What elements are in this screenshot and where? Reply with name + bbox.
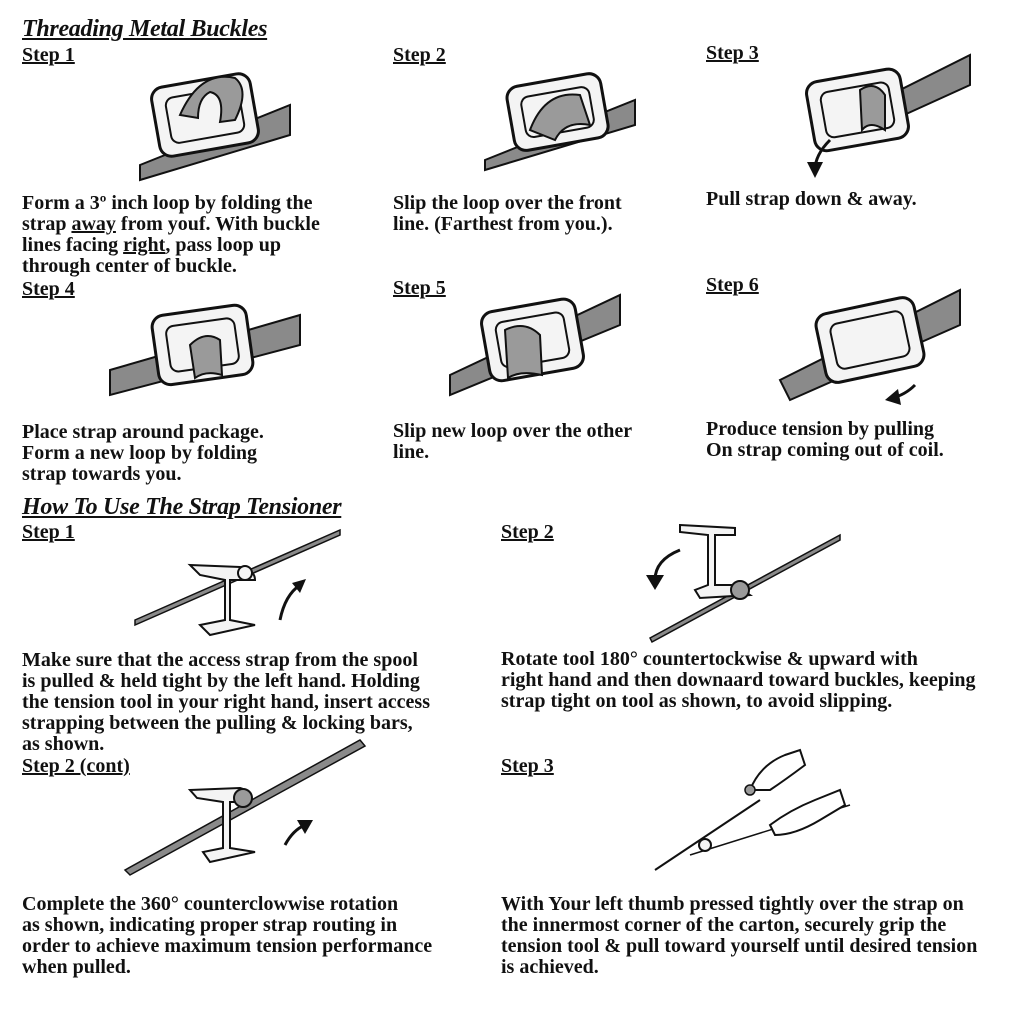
buckle-step-1-line-3: lines facing right, pass loop up <box>22 234 281 256</box>
tensioner-step-2-description: Rotate tool 180° countertockwise & upwar… <box>501 649 976 712</box>
buckle-step-2-line-2: line. (Farthest from you.). <box>393 213 613 235</box>
tensioner-step-1-line-1: Make sure that the access strap from the… <box>22 649 418 671</box>
tensioner-step-2-cont-description: Complete the 360° counterclowwise rotati… <box>22 894 432 978</box>
buckle-step-5-illustration <box>449 293 621 397</box>
buckle-step-6-illustration <box>778 288 961 405</box>
tensioner-step-1-line-4: strapping between the pulling & locking … <box>22 712 413 734</box>
buckle-step-1-line-2: strap away from youf. With buckle <box>22 213 320 235</box>
tensioner-step-2-cont-line-2: as shown, indicating proper strap routin… <box>22 914 398 936</box>
buckle-step-1-line-4: through center of buckle. <box>22 255 237 277</box>
tensioner-step-2-illustration <box>646 523 841 644</box>
tensioner-step-3-illustration <box>654 748 851 871</box>
tensioner-step-1-line-3: the tension tool in your right hand, ins… <box>22 691 430 713</box>
buckle-step-2-description: Slip the loop over the front line. (Fart… <box>393 193 622 235</box>
buckle-step-3-illustration <box>805 53 971 178</box>
tensioner-step-2-line-2: right hand and then downaard toward buck… <box>501 669 976 691</box>
tensioner-step-3-line-1: With Your left thumb pressed tightly ove… <box>501 893 964 915</box>
tensioner-section-title: How To Use The Strap Tensioner <box>22 494 342 520</box>
buckle-step-4-line-3: strap towards you. <box>22 463 182 485</box>
buckle-step-1-label: Step 1 <box>22 44 75 66</box>
tensioner-step-2-cont-line-4: when pulled. <box>22 956 131 978</box>
tensioner-step-2-line-1: Rotate tool 180° countertockwise & upwar… <box>501 648 918 670</box>
buckle-step-3-description: Pull strap down & away. <box>706 189 917 210</box>
tensioner-step-2-cont-line-1: Complete the 360° counterclowwise rotati… <box>22 893 399 915</box>
tensioner-step-3-line-2: the innermost corner of the carton, secu… <box>501 914 947 936</box>
tensioner-step-2-cont-illustration <box>123 739 367 876</box>
tensioner-step-2-cont-line-3: order to achieve maximum tension perform… <box>22 935 433 957</box>
tensioner-step-3-label: Step 3 <box>501 755 554 777</box>
buckle-step-5-description: Slip new loop over the other line. <box>393 421 632 463</box>
buckle-step-5-label: Step 5 <box>393 277 446 299</box>
tensioner-step-1-illustration <box>134 528 341 637</box>
buckle-step-6-description: Produce tension by pulling On strap comi… <box>706 419 944 461</box>
tensioner-step-1-line-5: as shown. <box>22 733 105 755</box>
buckle-step-4-line-2: Form a new loop by folding <box>22 442 258 464</box>
buckle-step-2-illustration <box>484 72 636 172</box>
buckle-step-6-line-2: On strap coming out of coil. <box>706 439 944 461</box>
buckle-step-4-line-1: Place strap around package. <box>22 421 264 443</box>
buckles-section-title: Threading Metal Buckles <box>22 16 268 42</box>
tensioner-step-2-cont-label: Step 2 (cont) <box>22 755 130 777</box>
buckle-step-6-label: Step 6 <box>706 274 759 296</box>
buckle-step-4-description: Place strap around package. Form a new l… <box>22 422 264 485</box>
buckle-step-1-line-1: Form a 3º inch loop by folding the <box>22 192 313 214</box>
tensioner-step-1-description: Make sure that the access strap from the… <box>22 650 430 755</box>
buckle-step-1-illustration <box>139 72 291 182</box>
tensioner-step-3-description: With Your left thumb pressed tightly ove… <box>501 894 977 978</box>
buckle-step-3-label: Step 3 <box>706 42 759 64</box>
tensioner-step-1-line-2: is pulled & held tight by the left hand.… <box>22 670 420 692</box>
tensioner-step-2-line-3: strap tight on tool as shown, to avoid s… <box>501 690 893 712</box>
buckle-step-4-label: Step 4 <box>22 278 75 300</box>
buckle-step-5-line-1: Slip new loop over the other <box>393 420 633 442</box>
buckle-step-5-line-2: line. <box>393 441 430 463</box>
tensioner-step-3-line-3: tension tool & pull toward yourself unti… <box>501 935 978 957</box>
buckle-step-3-line-1: Pull strap down & away. <box>706 188 917 210</box>
tensioner-step-1-label: Step 1 <box>22 521 75 543</box>
buckle-step-2-line-1: Slip the loop over the front <box>393 192 622 214</box>
buckle-step-2-label: Step 2 <box>393 44 446 66</box>
buckle-step-1-description: Form a 3º inch loop by folding the strap… <box>22 193 320 277</box>
buckle-step-6-line-1: Produce tension by pulling <box>706 418 935 440</box>
buckle-step-4-illustration <box>109 303 301 397</box>
tensioner-step-3-line-4: is achieved. <box>501 956 599 978</box>
tensioner-step-2-label: Step 2 <box>501 521 554 543</box>
